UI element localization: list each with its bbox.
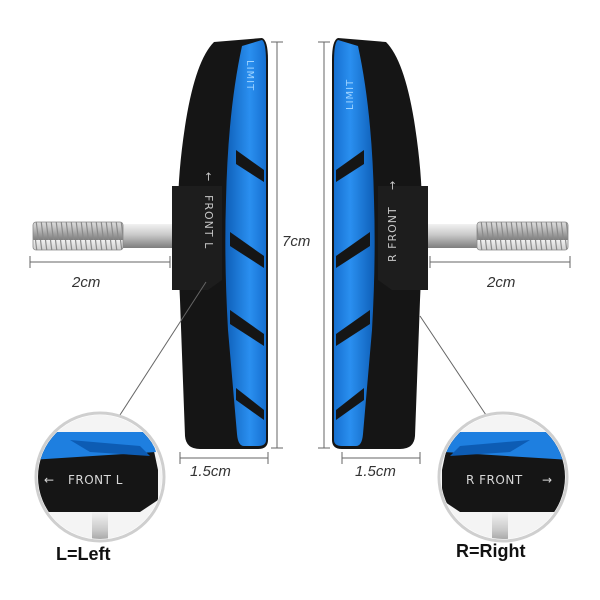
- right-pad-blue-strip: [334, 40, 375, 446]
- left-width-label: 1.5cm: [190, 463, 231, 480]
- right-length-label: 2cm: [486, 274, 515, 291]
- left-pad-groove: [230, 232, 264, 268]
- right-width-label: 1.5cm: [355, 463, 396, 480]
- left-zoom-front-text: FRONT L: [68, 473, 123, 487]
- left-pad-groove: [236, 388, 264, 420]
- right-pad-front-text: R FRONT: [386, 206, 399, 262]
- left-length-label: 2cm: [71, 274, 100, 291]
- right-zoom-front-text: R FRONT: [466, 473, 523, 487]
- right-pad-groove: [336, 388, 364, 420]
- right-pad-groove: [336, 232, 370, 268]
- left-limit-text: LIMIT: [244, 60, 255, 91]
- left-zoom-arrow-icon: ←: [44, 473, 55, 487]
- left-pad-groove: [230, 310, 264, 346]
- left-stud-thread: [32, 221, 124, 251]
- right-pad-groove: [336, 310, 370, 346]
- dimension-lines: [29, 41, 571, 464]
- right-zoom-callout: R FRONT →: [437, 411, 569, 543]
- left-caption: L=Left: [56, 544, 111, 564]
- left-pad-holder: [172, 186, 222, 290]
- left-stud-shaft: [120, 224, 182, 248]
- right-stud-shaft: [418, 224, 480, 248]
- right-stud-thread: [476, 221, 569, 251]
- left-brake-pad: LIMIT FRONT L ←: [32, 38, 268, 449]
- right-zoom-arrow-icon: →: [542, 473, 553, 487]
- left-pad-front-text: FRONT L: [202, 195, 215, 249]
- right-pad-groove: [336, 150, 364, 182]
- left-pad-groove: [236, 150, 264, 182]
- right-caption: R=Right: [456, 541, 526, 561]
- right-pad-arrow-icon: →: [386, 180, 399, 190]
- height-label: 7cm: [282, 233, 310, 250]
- right-pad-holder: [378, 186, 428, 290]
- right-brake-pad: LIMIT R FRONT →: [332, 38, 569, 449]
- left-pad-blue-strip: [225, 40, 266, 446]
- right-limit-text: LIMIT: [345, 79, 356, 110]
- left-pad-arrow-icon: ←: [202, 172, 215, 182]
- left-zoom-callout: FRONT L ←: [34, 411, 166, 543]
